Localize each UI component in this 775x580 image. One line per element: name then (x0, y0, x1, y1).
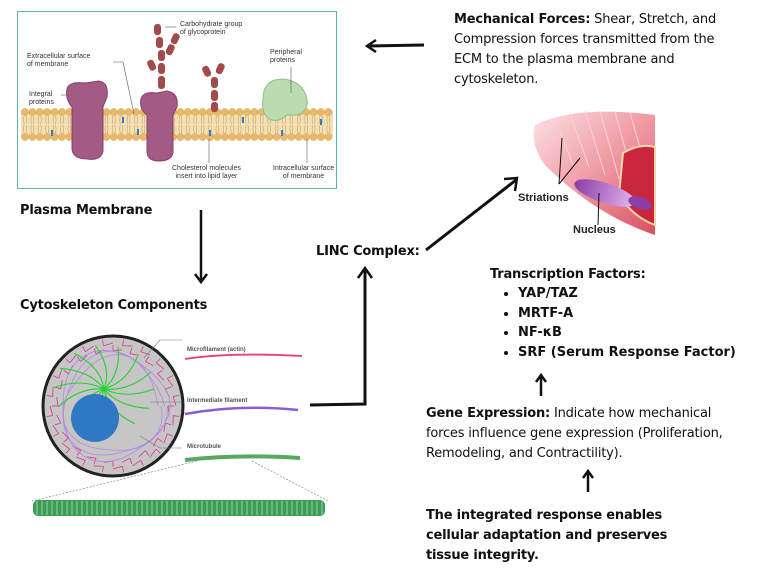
tf-item: YAP/TAZ (518, 284, 750, 304)
cholesterol-molecules (51, 117, 322, 136)
glycoprotein (140, 90, 178, 162)
transcription-factors-list: YAP/TAZ MRTF-A NF-κB SRF (Serum Response… (490, 284, 750, 362)
leader-lines (61, 26, 308, 163)
mechanical-forces-body: Shear, Stretch, and Compression forces t… (454, 12, 717, 87)
arrow-to-linc-icon (309, 265, 374, 407)
muscle-fiber-figure: Striations Nucleus (515, 95, 660, 245)
tf-item: NF-κB (518, 323, 750, 343)
tf-item: MRTF-A (518, 304, 750, 324)
linc-complex-label: LINC Complex: (316, 244, 420, 259)
microfilament-label: Microfilament (actin) (187, 347, 246, 353)
nucleus-shape (574, 179, 636, 207)
mechanical-forces-title: Mechanical Forces: (454, 12, 591, 27)
arrow-up-icon (534, 372, 548, 396)
cytoskeleton-illustration (31, 334, 329, 516)
peripheral-protein (262, 78, 308, 121)
carbohydrate-chain-2 (202, 63, 225, 112)
actin-network (46, 339, 180, 473)
carbohydrate-chain (147, 24, 180, 89)
arrow-left-icon (364, 38, 425, 54)
transcription-factors-title: Transcription Factors: (490, 267, 646, 282)
mechanical-forces-text: Mechanical Forces: Shear, Stretch, and C… (454, 10, 744, 90)
gene-expression-text: Gene Expression: Indicate how mechanical… (426, 404, 726, 464)
cytoskeleton-label: Cytoskeleton Components (20, 298, 208, 313)
transcription-factors: Transcription Factors: YAP/TAZ MRTF-A NF… (490, 267, 750, 362)
arrow-diagonal-icon (425, 176, 519, 252)
arrow-up-icon (581, 468, 595, 492)
nucleus (71, 394, 119, 442)
microtubule-label: Microtubule (187, 444, 221, 450)
cytoskeleton-figure: Microfilament (actin) Intermediate filam… (10, 330, 330, 530)
gene-expression-body: Indicate how mechanical forces influence… (426, 406, 723, 461)
membrane-illustration (21, 24, 333, 163)
plasma-membrane-label: Plasma Membrane (20, 203, 153, 218)
arrow-down-icon (194, 210, 208, 285)
gene-expression-title: Gene Expression: (426, 406, 551, 421)
integral-protein (66, 80, 108, 160)
nucleus-label: Nucleus (573, 224, 616, 236)
intermediate-filaments (62, 349, 172, 463)
muscle-illustration (533, 110, 656, 235)
conclusion-text: The integrated response enables cellular… (426, 508, 668, 563)
intermediate-filament-label: Intermediate filament (187, 398, 248, 404)
striations-label: Striations (518, 192, 569, 204)
tf-item: SRF (Serum Response Factor) (518, 343, 750, 363)
